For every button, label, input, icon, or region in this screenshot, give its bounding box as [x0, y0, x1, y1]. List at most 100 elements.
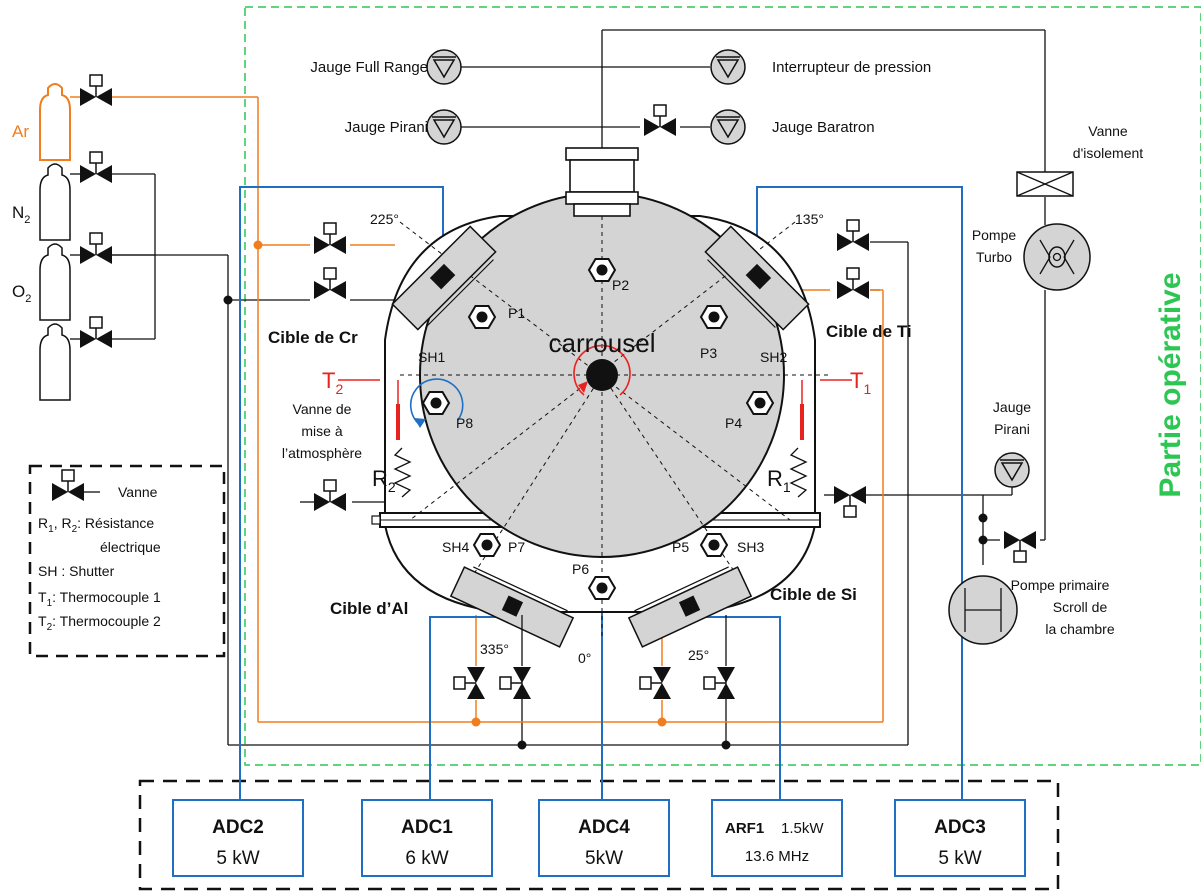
- supply-arf1: ARF1 1.5kW 13.6 MHz: [711, 799, 843, 877]
- isolation-valve-icon: [1016, 171, 1074, 197]
- p7-label: P7: [508, 539, 525, 555]
- oxygen-valve: [79, 232, 113, 265]
- carousel-label: carrousel: [549, 328, 656, 358]
- power-supply-frame: [138, 779, 1060, 891]
- power-wiring: [239, 186, 963, 800]
- cr-gas-valve: [313, 267, 347, 300]
- turbo-pump-icon: [1023, 223, 1091, 291]
- target-ti-label: Cible de Ti: [826, 322, 912, 341]
- al-argon-valve: [453, 666, 486, 700]
- supply-adc3-name: ADC3: [934, 817, 986, 838]
- p8-label: P8: [456, 415, 473, 431]
- baratron-valve: [643, 104, 677, 137]
- oxygen-label: O2: [12, 282, 31, 305]
- supply-adc1-power: 6 kW: [405, 848, 448, 869]
- legend-shutter: SH : Shutter: [38, 563, 115, 579]
- full-range-gauge-icon: [426, 49, 462, 85]
- vent-valve-label-1: Vanne de: [293, 401, 352, 417]
- pressure-switch-icon: [710, 49, 746, 85]
- p5-label: P5: [672, 539, 689, 555]
- argon-valve: [79, 74, 113, 107]
- primary-pump-valve: [1003, 530, 1037, 563]
- legend-valve-label: Vanne: [118, 484, 158, 500]
- thermocouple-t1-label: T1: [850, 368, 871, 397]
- angle-0: 0°: [578, 650, 591, 666]
- primary-pump-label-1: Pompe primaire: [1011, 577, 1110, 593]
- nitrogen-label: N2: [12, 203, 30, 226]
- baratron-gauge-icon: [710, 109, 746, 145]
- operative-zone-label: Partie opérative: [1154, 272, 1187, 497]
- target-si-label: Cible de Si: [770, 585, 857, 604]
- thermocouple-t2-label: T2: [322, 368, 343, 397]
- legend-t1: T1: Thermocouple 1: [38, 589, 161, 609]
- position-p6-icon: [588, 576, 616, 600]
- pump-line-valve: [833, 485, 867, 518]
- resistance-r1-label: R1: [767, 466, 791, 495]
- resistance-r1-icon: [789, 447, 808, 498]
- pirani-gauge-icon: [426, 109, 462, 145]
- pirani-gauge-right-icon: [994, 452, 1030, 488]
- nitrogen-valve: [79, 151, 113, 184]
- supply-adc4-power: 5kW: [585, 848, 623, 869]
- gas-piping: [111, 29, 1046, 746]
- supply-adc1-name: ADC1: [401, 817, 453, 838]
- oxygen-bottle: [39, 243, 71, 321]
- position-p5-icon: [700, 533, 728, 557]
- supply-arf1-power: 1.5kW: [781, 820, 824, 837]
- operative-zone-border: [244, 6, 1201, 766]
- full-range-gauge-label: Jauge Full Range: [310, 59, 428, 76]
- pirani-right-label-1: Jauge: [993, 399, 1031, 415]
- nitrogen-bottle: [39, 163, 71, 241]
- supply-adc4-name: ADC4: [578, 817, 630, 838]
- si-argon-valve: [639, 666, 672, 700]
- supply-adc2: ADC2 5 kW: [172, 799, 304, 877]
- target-ti: [704, 225, 810, 331]
- position-p3-icon: [700, 305, 728, 329]
- shutter-sh2-label: SH2: [760, 349, 787, 365]
- supply-adc2-name: ADC2: [212, 817, 264, 838]
- angle-135: 135°: [795, 211, 824, 227]
- position-labels: P1 P2 P3 P4 P5 P6 P7 P8: [456, 277, 742, 577]
- ti-gas-valve: [836, 219, 870, 252]
- legend-box: [28, 464, 226, 658]
- argon-bottle: [39, 83, 71, 161]
- argon-label: Ar: [12, 122, 29, 141]
- legend-resistance-line1: R1, R2: Résistance: [38, 515, 154, 535]
- shutter-sh1-label: SH1: [418, 349, 445, 365]
- supply-arf1-name: ARF1: [725, 820, 764, 837]
- position-p8-icon: [422, 391, 450, 415]
- primary-pump-label-2: Scroll de: [1053, 599, 1108, 615]
- target-al: [449, 566, 575, 648]
- pressure-switch-label: Interrupteur de pression: [772, 59, 931, 76]
- isolation-valve-label-1: Vanne: [1088, 123, 1128, 139]
- primary-pump-icon: [948, 575, 1018, 645]
- isolation-valve-label-2: d'isolement: [1073, 145, 1143, 161]
- angle-25: 25°: [688, 647, 709, 663]
- angle-225: 225°: [370, 211, 399, 227]
- p4-label: P4: [725, 415, 742, 431]
- p3-label: P3: [700, 345, 717, 361]
- shutter-sh3-label: SH3: [737, 539, 764, 555]
- p6-label: P6: [572, 561, 589, 577]
- pirani-gauge-label: Jauge Pirani: [345, 119, 428, 136]
- gas-bottle-4: [39, 323, 71, 401]
- p1-label: P1: [508, 305, 525, 321]
- supply-arf1-frequency: 13.6 MHz: [745, 848, 809, 865]
- cr-argon-valve: [313, 222, 347, 255]
- target-cr: [391, 225, 497, 331]
- supply-adc3: ADC3 5 kW: [894, 799, 1026, 877]
- legend-t2: T2: Thermocouple 2: [38, 613, 161, 633]
- baratron-gauge-label: Jauge Baratron: [772, 119, 875, 136]
- turbo-pump-label-2: Turbo: [976, 249, 1012, 265]
- vent-valve-label-3: l’atmosphère: [282, 445, 362, 461]
- ti-argon-valve: [836, 267, 870, 300]
- angle-335: 335°: [480, 641, 509, 657]
- pirani-right-label-2: Pirani: [994, 421, 1030, 437]
- position-p1-icon: [468, 305, 496, 329]
- position-p7-icon: [473, 533, 501, 557]
- supply-adc2-power: 5 kW: [216, 848, 259, 869]
- turbo-pump-label-1: Pompe: [972, 227, 1017, 243]
- target-al-label: Cible d’Al: [330, 599, 408, 618]
- al-gas-valve: [499, 666, 532, 700]
